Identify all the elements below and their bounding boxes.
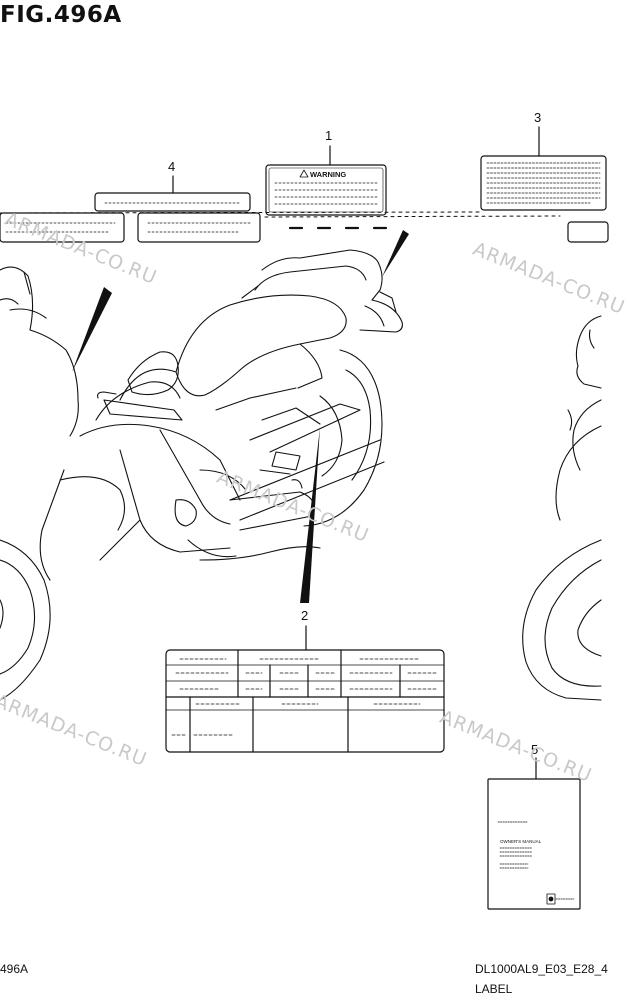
callout-2: 2 (301, 608, 309, 623)
callout-4: 4 (168, 159, 176, 174)
callout-3: 3 (534, 110, 542, 125)
label-3 (480, 155, 609, 243)
figure-title: FIG.496A (0, 2, 122, 28)
motorcycle-left-illustration (0, 249, 403, 701)
footer-model-code: DL1000AL9_E03_E28_4 (475, 962, 608, 976)
label-2-table (165, 649, 445, 753)
label-diagram: WARNING OWNER'S MANUAL (0, 126, 609, 910)
label-1-warning (265, 164, 387, 216)
warning-label-text: WARNING (310, 170, 346, 179)
callout-5: 5 (531, 742, 539, 757)
label-5-manual (487, 778, 581, 910)
manual-label-text: OWNER'S MANUAL (500, 839, 542, 844)
footer-left-code: 496A (0, 962, 29, 976)
callout-1: 1 (325, 128, 333, 143)
footer-section: LABEL (475, 982, 513, 996)
motorcycle-right-illustration (522, 315, 602, 701)
